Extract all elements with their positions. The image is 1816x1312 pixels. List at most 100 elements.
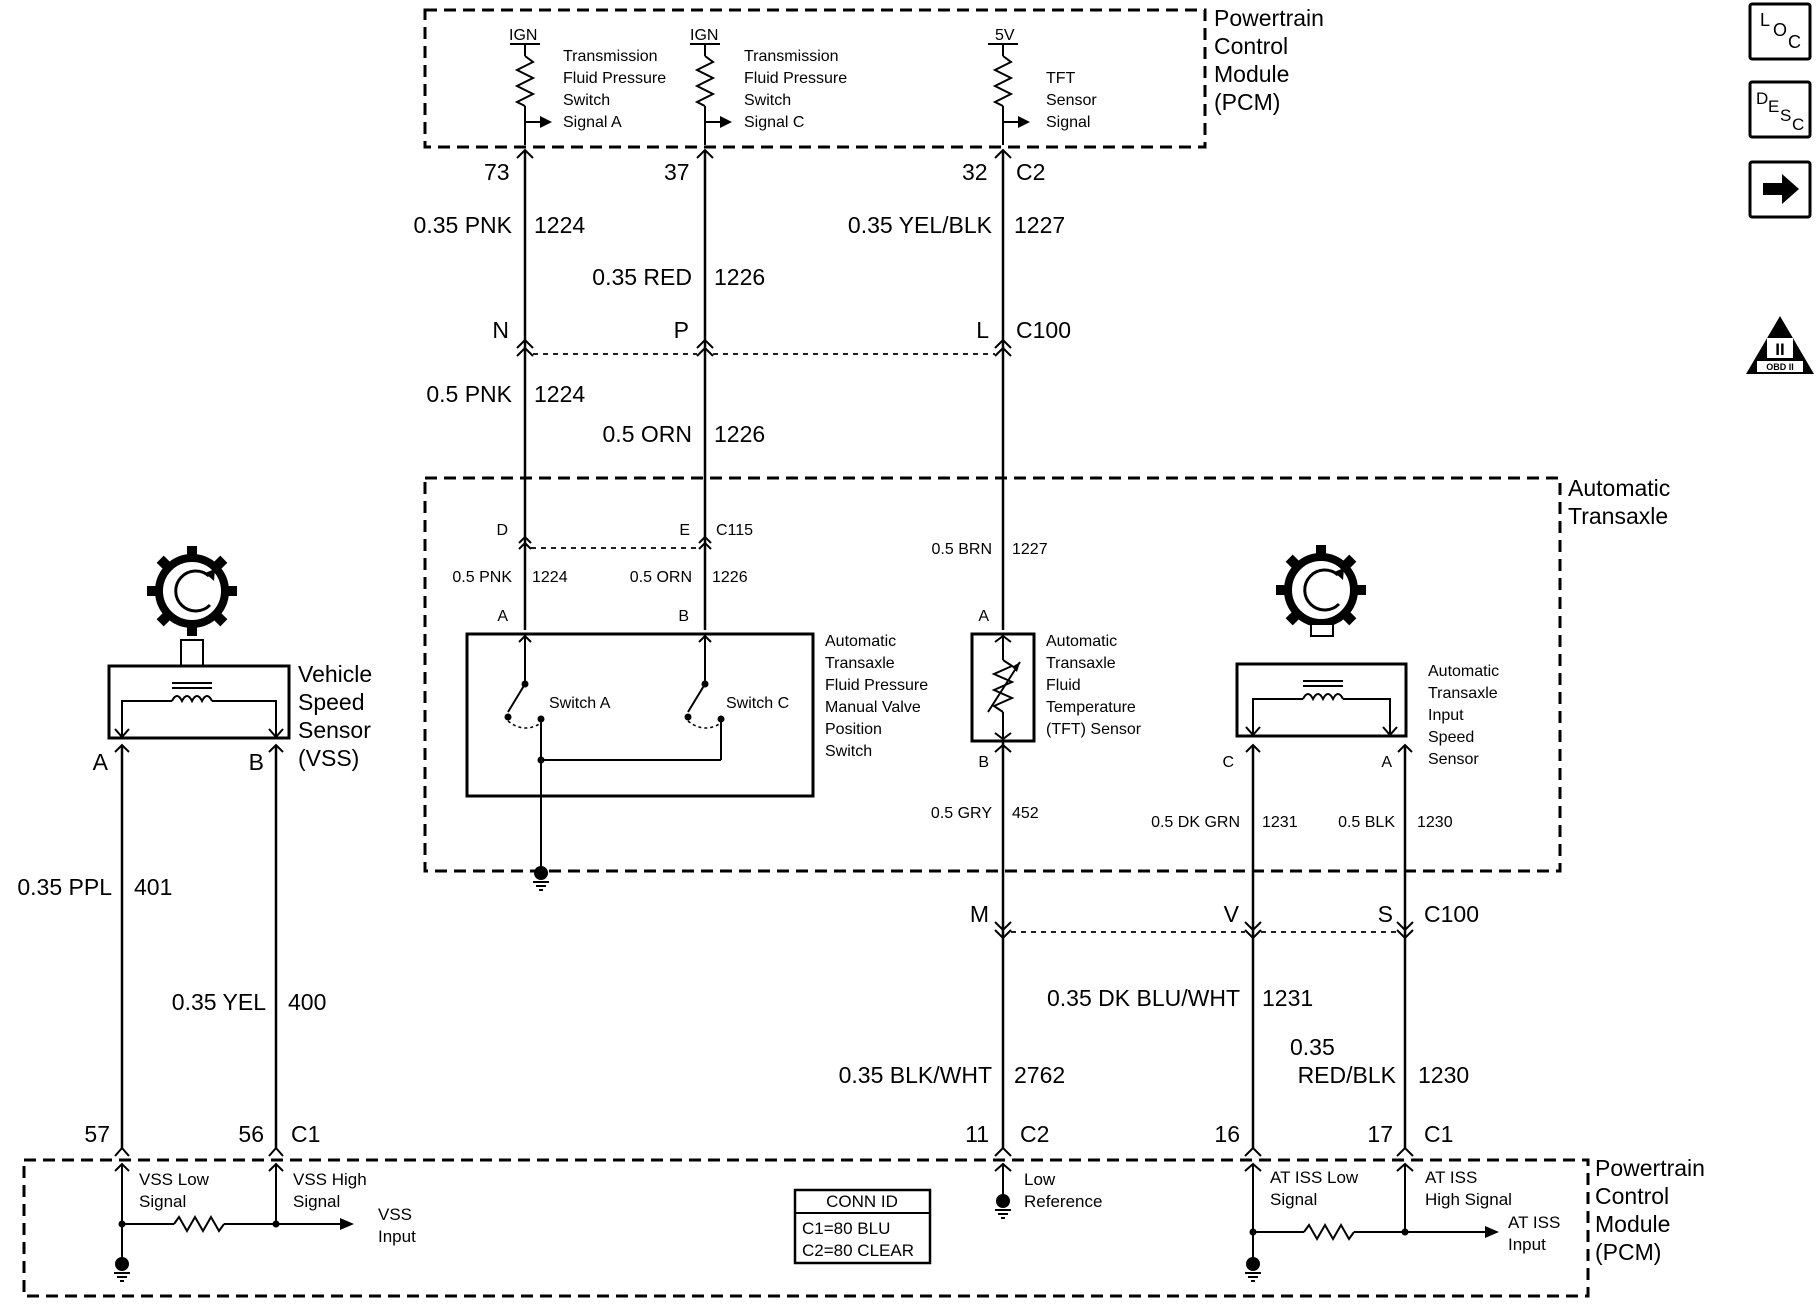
component-label-line: Temperature xyxy=(1046,699,1136,716)
pcm-circuit-tft-signal: 5V TFT Sensor Signal xyxy=(988,27,1097,145)
arrow-right-icon xyxy=(1018,116,1030,128)
pin-d: D xyxy=(496,522,508,539)
iss-high-label: AT ISS xyxy=(1425,1168,1477,1187)
iss-input-circuit: AT ISS Low Signal AT ISS High Signal AT … xyxy=(1245,1164,1560,1282)
connector-c2: C2 xyxy=(1020,1121,1049,1147)
circuit-label-line: Transmission xyxy=(563,48,658,65)
ground-icon xyxy=(534,866,548,880)
pcm-bottom-title: (PCM) xyxy=(1595,1239,1661,1265)
iss-low-label: AT ISS Low xyxy=(1270,1168,1359,1187)
pin-32: 32 xyxy=(962,159,988,185)
vss-label-line: Speed xyxy=(298,689,365,715)
connector-c2: C2 xyxy=(1016,159,1045,185)
component-label-line: Fluid Pressure xyxy=(825,677,928,694)
desc-letter: D xyxy=(1756,89,1768,108)
wire-gauge: 0.5 DK GRN xyxy=(1151,814,1240,831)
wire-circuit: 1226 xyxy=(714,421,765,447)
wire-gauge: 0.5 ORN xyxy=(603,421,692,447)
component-label-line: Automatic xyxy=(825,633,896,650)
obd-numeral: II xyxy=(1775,340,1784,359)
gear-icon xyxy=(1276,545,1366,637)
c100-top-connector: N P L C100 xyxy=(492,317,1071,357)
wire-gauge: 0.5 BRN xyxy=(932,541,992,558)
switch-a-blade xyxy=(507,683,526,713)
pin-l: L xyxy=(976,317,989,343)
wire-gauge: 0.5 GRY xyxy=(931,805,992,822)
component-label-line: Fluid xyxy=(1046,677,1081,694)
pcm-bottom-title: Powertrain xyxy=(1595,1155,1705,1181)
transaxle-boundary xyxy=(423,476,1562,873)
vss-high-label: VSS High xyxy=(293,1170,367,1189)
switch-a-label: Switch A xyxy=(549,695,611,712)
location-button[interactable]: L O C xyxy=(1748,2,1812,61)
wire-gauge: 0.35 PPL xyxy=(17,874,112,900)
arrow-right-icon xyxy=(1763,174,1799,204)
side-toolbar: L O C D E S C II OBD II xyxy=(1746,2,1814,374)
switch-housing xyxy=(465,632,815,798)
ground-icon xyxy=(115,1257,129,1271)
wire-gauge: 0.35 PNK xyxy=(414,212,513,238)
wire-circuit: 1226 xyxy=(714,264,765,290)
component-label-line: Automatic xyxy=(1428,663,1499,680)
wire-gauge: 0.5 PNK xyxy=(452,569,512,586)
wire-circuit: 1230 xyxy=(1417,814,1453,831)
conn-id-line: C1=80 BLU xyxy=(802,1219,890,1238)
thermistor-icon xyxy=(991,659,1015,713)
pull-up-resistor xyxy=(694,55,716,107)
ground-icon xyxy=(996,1194,1010,1208)
circuit-label-line: Fluid Pressure xyxy=(563,70,666,87)
c115-connector: D E C115 xyxy=(496,522,753,550)
circuit-label-line: TFT xyxy=(1046,70,1076,87)
vss-input-circuit: VSS Low Signal VSS High Signal VSS Input xyxy=(114,1164,416,1282)
pin-v: V xyxy=(1224,901,1240,927)
conn-id-table: CONN ID C1=80 BLU C2=80 CLEAR xyxy=(793,1188,932,1265)
lower-wires: M V S C100 0.35 DK BLU/WHT 1231 0.35 RED… xyxy=(839,741,1479,1148)
wire-circuit: 1224 xyxy=(532,569,568,586)
pin-11: 11 xyxy=(965,1121,989,1147)
wire-circuit: 2762 xyxy=(1014,1062,1065,1088)
wire-circuit: 1224 xyxy=(534,212,585,238)
pcm-circuit-signal-c: IGN Transmission Fluid Pressure Switch S… xyxy=(690,27,847,145)
arrow-right-icon xyxy=(720,116,732,128)
wire-gauge: 0.35 YEL xyxy=(172,989,266,1015)
component-label-line: Transaxle xyxy=(825,655,895,672)
wire-circuit: 1231 xyxy=(1262,814,1298,831)
wire-gauge: 0.5 BLK xyxy=(1338,814,1395,831)
pin-a: A xyxy=(497,608,508,625)
supply-label: IGN xyxy=(690,27,718,44)
vss-input-label: VSS xyxy=(378,1205,412,1224)
wire-circuit: 1227 xyxy=(1014,212,1065,238)
wire-gauge-line: RED/BLK xyxy=(1298,1062,1397,1088)
pin-b: B xyxy=(678,608,689,625)
wire-gauge: 0.35 DK BLU/WHT xyxy=(1047,985,1240,1011)
low-reference-circuit: Low Reference xyxy=(995,1164,1102,1219)
obd-ii-badge[interactable]: II OBD II xyxy=(1746,316,1814,374)
wire-gauge: 0.35 RED xyxy=(592,264,692,290)
desc-letter: E xyxy=(1768,97,1779,116)
next-button[interactable] xyxy=(1748,160,1812,219)
pin-e: E xyxy=(679,522,690,539)
pin-57: 57 xyxy=(84,1121,110,1147)
component-label-line: Automatic xyxy=(1046,633,1117,650)
ground-icon xyxy=(1246,1257,1260,1271)
pcm-top-title-2: Control xyxy=(1214,33,1288,59)
pcm-top-title-3: Module xyxy=(1214,61,1289,87)
pin-a: A xyxy=(1381,754,1392,771)
loc-letter: L xyxy=(1760,10,1770,30)
wire-circuit: 1226 xyxy=(712,569,748,586)
coil-icon xyxy=(171,695,213,704)
pcm-circuit-signal-a: IGN Transmission Fluid Pressure Switch S… xyxy=(509,27,666,145)
pin-73: 73 xyxy=(484,159,510,185)
pull-up-resistor xyxy=(992,55,1014,107)
description-button[interactable]: D E S C xyxy=(1748,80,1812,139)
pin-p: P xyxy=(674,317,689,343)
pcm-top-boundary xyxy=(423,8,1207,149)
pin-37: 37 xyxy=(664,159,690,185)
loc-letter: C xyxy=(1788,32,1801,52)
vss-input-label: Input xyxy=(378,1227,416,1246)
component-label-line: Position xyxy=(825,721,882,738)
supply-label: IGN xyxy=(509,27,537,44)
tft-sensor: A B Automatic Transaxle Fluid Temperatur… xyxy=(970,608,1142,771)
pcm-top-title-4: (PCM) xyxy=(1214,89,1280,115)
circuit-label-line: Switch xyxy=(563,92,610,109)
